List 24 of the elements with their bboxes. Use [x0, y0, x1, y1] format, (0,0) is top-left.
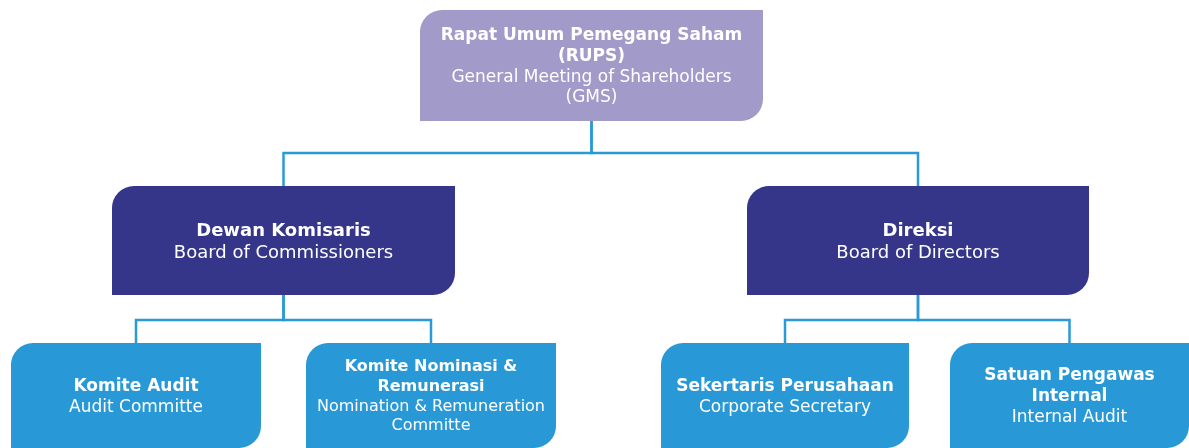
unit-name: Satuan Pengawas Internal	[983, 364, 1156, 406]
unit-name: Komite Nominasi & Remunerasi	[343, 356, 519, 396]
org-box	[747, 186, 1089, 295]
unit-name: Direksi	[882, 218, 954, 241]
unit-name: Sekertaris Perusahaan	[676, 374, 894, 396]
connector-line	[282, 295, 433, 343]
org-box	[112, 186, 455, 295]
org-box	[11, 343, 261, 448]
unit-name-english: Board of Commissioners	[173, 240, 394, 263]
unit-name: Rapat Umum Pemegang Saham (RUPS)	[439, 24, 744, 66]
unit-name: Dewan Komisaris	[196, 218, 371, 241]
unit-name-english: Nomination & Remuneration Committe	[316, 395, 546, 435]
org-box	[306, 343, 556, 448]
org-box	[661, 343, 909, 448]
unit-name-english: General Meeting of Shareholders (GMS)	[450, 65, 733, 107]
unit-name-english: Board of Directors	[836, 240, 1000, 263]
connector-line	[916, 295, 1071, 343]
unit-name-english: Audit Committe	[69, 395, 203, 417]
unit-name-english: Corporate Secretary	[698, 395, 872, 417]
unit-name: Komite Audit	[73, 374, 199, 396]
org-box	[420, 10, 763, 121]
org-box	[950, 343, 1189, 448]
unit-name-english: Internal Audit	[1011, 405, 1128, 427]
connector-line	[590, 121, 920, 186]
